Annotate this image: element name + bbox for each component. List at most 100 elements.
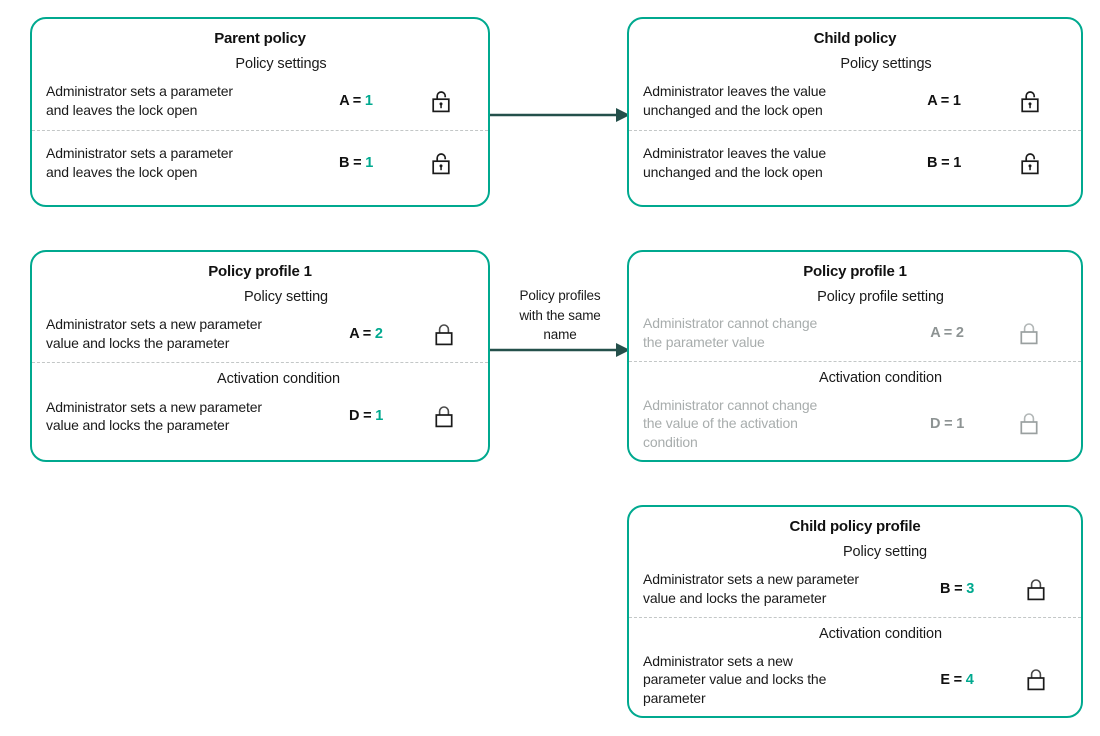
rows-child-policy-profile: Policy setting Administrator sets a new …	[629, 544, 1081, 708]
column-header: Policy settings	[840, 56, 932, 72]
row-param: D	[929, 415, 941, 432]
lock-closed-icon	[1026, 578, 1045, 601]
policy-row: Policy profile setting Administrator can…	[629, 289, 1081, 361]
row-number: 2	[374, 326, 383, 343]
policy-row: Policy settings Administrator leaves the…	[629, 56, 1081, 130]
policy-row: Administrator leaves the value unchanged…	[629, 130, 1081, 182]
row-value: A = 2	[888, 325, 1006, 341]
row-value: D = 1	[888, 416, 1006, 432]
lock-cell	[1006, 412, 1052, 435]
row-param: A	[339, 93, 349, 110]
lock-cell	[1006, 322, 1052, 345]
row-description: Administrator leaves the value unchanged…	[643, 145, 827, 181]
column-header: Policy settings	[235, 56, 327, 72]
row-number: 1	[364, 93, 373, 110]
row-number: 1	[365, 155, 374, 172]
lock-closed-icon	[1019, 413, 1038, 435]
row-description: Administrator sets a parameter and leave…	[46, 145, 233, 181]
policy-row: Policy settings Administrator sets a par…	[32, 56, 488, 130]
column-header: Policy setting	[842, 544, 928, 560]
row-description: Administrator sets a new parameter value…	[46, 398, 262, 434]
row-equals: =	[352, 93, 362, 110]
row-number: 1	[375, 408, 384, 425]
row-value: A = 1	[296, 93, 416, 109]
lock-closed-icon	[435, 406, 453, 428]
row-value: D = 1	[311, 408, 421, 424]
lock-closed-icon	[1026, 669, 1045, 691]
card-title-policy-profile-right: Policy profile 1	[803, 263, 907, 280]
card-parent-policy: Parent policy Policy settings Administra…	[30, 17, 490, 207]
row-value: A = 1	[883, 93, 1005, 109]
row-description: Administrator sets a new parameter value…	[46, 316, 262, 352]
row-number: 3	[966, 581, 975, 598]
row-description: Administrator sets a new parameter value…	[643, 652, 827, 707]
row-equals: =	[940, 93, 950, 110]
row-param: B	[926, 155, 938, 172]
row-param: E	[940, 671, 950, 688]
card-title-policy-profile-left: Policy profile 1	[208, 263, 312, 280]
row-number: 1	[953, 155, 962, 172]
column-header: Policy profile setting	[817, 289, 944, 305]
column-header: Policy setting	[243, 289, 329, 305]
row-description: Administrator cannot change the value of…	[643, 396, 818, 451]
row-value: A = 2	[311, 326, 421, 342]
policy-row: Policy setting Administrator sets a new …	[629, 544, 1081, 617]
column-header: Activation condition	[819, 626, 942, 643]
row-value: E = 4	[901, 672, 1013, 688]
row-number: 1	[956, 415, 965, 432]
row-param: B	[939, 581, 951, 598]
arrow-profile-to-profile	[488, 343, 630, 357]
lock-cell	[1005, 90, 1055, 113]
row-equals: =	[362, 326, 372, 343]
lock-closed-icon	[1019, 322, 1038, 345]
rows-policy-profile-right: Policy profile setting Administrator can…	[629, 289, 1081, 452]
row-number: 4	[965, 671, 974, 688]
row-number: 1	[952, 93, 961, 110]
row-param: A	[349, 326, 359, 343]
policy-row: Activation condition Administrator sets …	[629, 617, 1081, 708]
card-title-child-policy: Child policy	[813, 30, 897, 47]
lock-closed-icon	[435, 323, 453, 346]
arrow-parent-to-child	[488, 108, 630, 122]
row-number: 2	[955, 325, 964, 342]
row-equals: =	[943, 325, 953, 342]
card-title-child-policy-profile: Child policy profile	[789, 518, 921, 535]
policy-row: Activation condition Administrator canno…	[629, 361, 1081, 452]
row-param: A	[927, 93, 937, 110]
lock-open-icon	[1020, 152, 1039, 174]
row-param: B	[338, 155, 350, 172]
policy-row: Activation condition Administrator sets …	[32, 362, 488, 435]
card-policy-profile-right: Policy profile 1 Policy profile setting …	[627, 250, 1083, 462]
row-param: D	[348, 408, 360, 425]
rows-parent-policy: Policy settings Administrator sets a par…	[32, 56, 488, 182]
card-child-policy-profile: Child policy profile Policy setting Admi…	[627, 505, 1083, 718]
row-value: B = 3	[901, 581, 1013, 597]
card-child-policy: Child policy Policy settings Administrat…	[627, 17, 1083, 207]
row-value: B = 1	[296, 155, 416, 171]
row-equals: =	[954, 581, 963, 598]
policy-row: Administrator sets a parameter and leave…	[32, 130, 488, 182]
row-equals: =	[953, 671, 962, 688]
lock-cell	[1005, 152, 1055, 175]
lock-open-icon	[431, 90, 450, 113]
card-title-parent-policy: Parent policy	[214, 30, 306, 47]
row-equals: =	[363, 408, 372, 425]
lock-cell	[1013, 578, 1059, 601]
lock-cell	[416, 152, 466, 175]
row-equals: =	[353, 155, 362, 172]
rows-child-policy: Policy settings Administrator leaves the…	[629, 56, 1081, 182]
row-param: A	[930, 325, 940, 342]
policy-row: Policy setting Administrator sets a new …	[32, 289, 488, 362]
lock-cell	[421, 323, 468, 346]
lock-open-icon	[431, 152, 450, 174]
row-equals: =	[941, 155, 950, 172]
row-description: Administrator cannot change the paramete…	[643, 315, 818, 351]
card-policy-profile-left: Policy profile 1 Policy setting Administ…	[30, 250, 490, 462]
lock-open-icon	[1020, 90, 1039, 113]
lock-cell	[1013, 668, 1059, 691]
rows-policy-profile-left: Policy setting Administrator sets a new …	[32, 289, 488, 435]
row-description: Administrator sets a new parameter value…	[643, 571, 859, 607]
row-equals: =	[944, 415, 953, 432]
lock-cell	[416, 90, 466, 113]
